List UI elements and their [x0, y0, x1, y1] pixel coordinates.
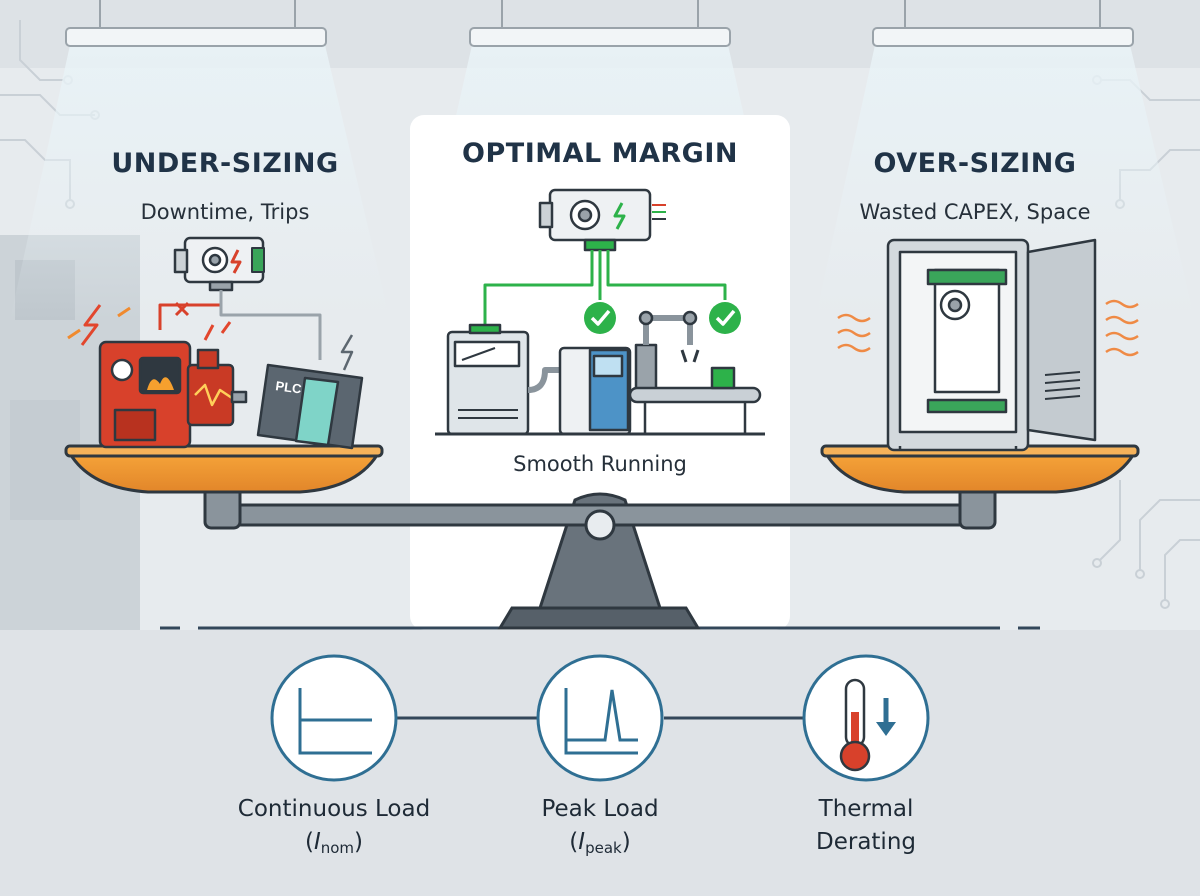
left-wall-block-3: [10, 400, 80, 520]
overheating-motor-icon: [98, 340, 248, 449]
thermal-derating-circle: [802, 654, 930, 782]
lightning-icon: [340, 334, 354, 371]
under-sizing-title: UNDER-SIZING: [111, 148, 339, 179]
under-sizing-scene: PLC: [67, 236, 364, 450]
oversized-cabinet-icon: [886, 238, 1097, 452]
peak-load-graph-icon: [564, 688, 638, 755]
check-icon: [584, 302, 616, 334]
peak-load-symbol: (Ipeak): [569, 829, 631, 857]
flat-load-graph-icon: [298, 688, 372, 755]
machine-unit-icon: [558, 346, 632, 436]
over-sizing-scene: [837, 238, 1139, 452]
control-cabinet-icon: [446, 323, 530, 436]
under-sizing-subtitle: Downtime, Trips: [140, 200, 310, 224]
robot-arm-icon: [634, 310, 700, 392]
broken-wire-x-icon: [174, 301, 190, 317]
over-sizing-title: OVER-SIZING: [873, 148, 1077, 179]
peak-load-label: Peak Load (Ipeak): [470, 793, 730, 865]
left-pan: [65, 448, 383, 494]
plc-module-icon: PLC: [256, 363, 364, 450]
plc-label: PLC: [275, 378, 303, 397]
scale-base: [497, 606, 701, 630]
thermal-derating-line1: Thermal: [818, 796, 914, 822]
continuous-load-circle: [270, 654, 398, 782]
small-power-supply-icon: [173, 236, 265, 292]
optimal-scene: [435, 188, 765, 436]
continuous-load-label: Continuous Load (Inom): [204, 793, 464, 865]
optimal-margin-title: OPTIMAL MARGIN: [462, 138, 738, 169]
scale-pivot: [584, 509, 616, 541]
optimal-power-supply-icon: [538, 188, 666, 252]
current-symbol: I: [313, 829, 321, 855]
heat-waves-icon: [837, 299, 1139, 357]
continuous-load-symbol: (Inom): [304, 829, 364, 857]
thermal-derating-line2: Derating: [816, 829, 916, 855]
current-subscript: nom: [320, 839, 355, 857]
thermal-derating-label: Thermal Derating: [736, 793, 996, 859]
peak-load-name: Peak Load: [541, 796, 659, 822]
conveyor-icon: [628, 366, 762, 434]
spark-icon: [80, 304, 102, 346]
check-icon: [709, 302, 741, 334]
right-pan: [821, 448, 1139, 494]
current-subscript: peak: [585, 839, 622, 857]
continuous-load-name: Continuous Load: [237, 796, 431, 822]
current-symbol: I: [578, 829, 586, 855]
thermometer-down-icon: [839, 678, 896, 772]
optimal-margin-caption: Smooth Running: [513, 452, 687, 476]
peak-load-circle: [536, 654, 664, 782]
factor-circles: [270, 654, 930, 782]
over-sizing-subtitle: Wasted CAPEX, Space: [859, 200, 1091, 224]
